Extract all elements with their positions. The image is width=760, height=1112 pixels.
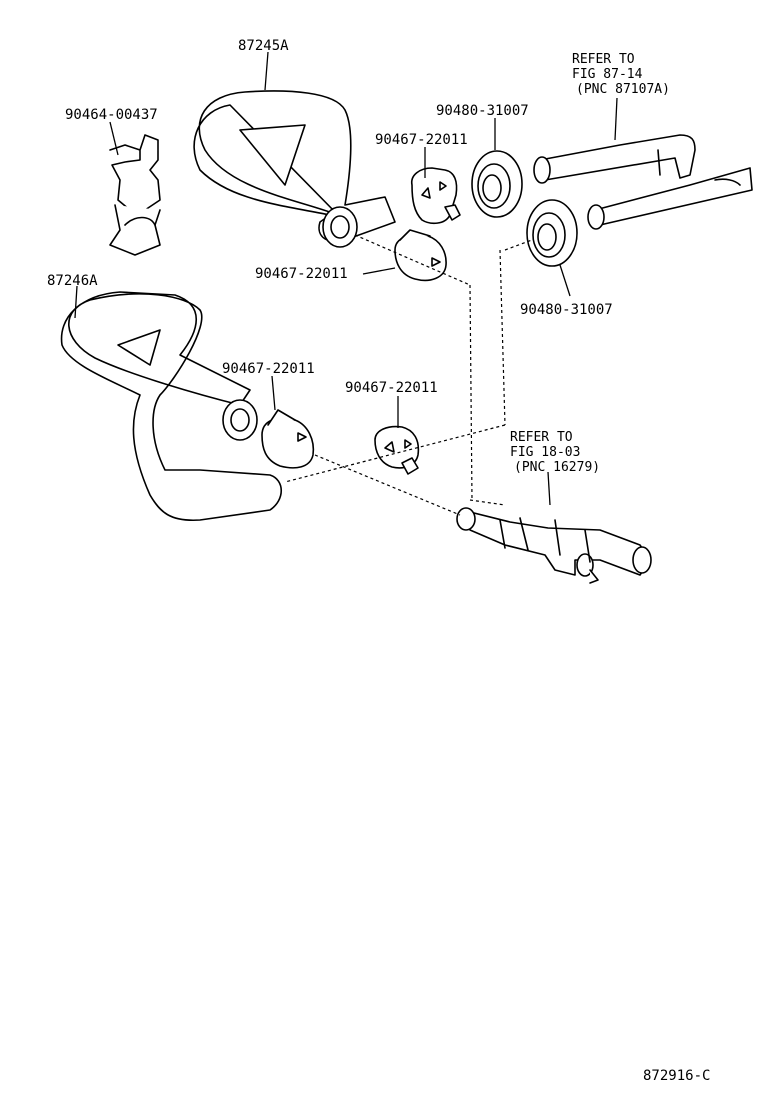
ref-bottom-line-1: REFER TO bbox=[510, 430, 573, 445]
ref-bottom-line-2: FIG 18-03 bbox=[510, 445, 580, 460]
connection-lines bbox=[284, 234, 533, 516]
grommet-lower[interactable] bbox=[526, 199, 578, 267]
label-clamp-d: 90467-22011 bbox=[345, 380, 438, 396]
label-90464-00437: 90464-00437 bbox=[65, 107, 158, 123]
figure-code: 872916-C bbox=[643, 1068, 710, 1084]
label-grommet-lower: 90480-31007 bbox=[520, 302, 613, 318]
clamp-b[interactable] bbox=[394, 229, 447, 282]
label-87245a: 87245A bbox=[238, 38, 289, 54]
clip-90464-00437[interactable] bbox=[109, 134, 161, 256]
hose-87245a[interactable] bbox=[193, 90, 396, 248]
clamp-a[interactable] bbox=[410, 167, 461, 225]
leader-lines bbox=[74, 51, 618, 506]
pipe-upper-right[interactable] bbox=[533, 134, 753, 230]
hose-87246a[interactable] bbox=[60, 291, 283, 521]
ref-bottom-line-3: (PNC 16279) bbox=[514, 460, 600, 475]
label-87246a: 87246A bbox=[47, 273, 98, 289]
clamp-d[interactable] bbox=[374, 425, 420, 475]
label-clamp-b: 90467-22011 bbox=[255, 266, 348, 282]
reference-top: REFER TO FIG 87-14 (PNC 87107A) bbox=[572, 52, 670, 97]
reference-bottom: REFER TO FIG 18-03 (PNC 16279) bbox=[510, 430, 600, 475]
ref-top-line-1: REFER TO bbox=[572, 52, 635, 67]
clamp-c[interactable] bbox=[261, 409, 315, 469]
grommet-upper[interactable] bbox=[471, 150, 523, 218]
label-grommet-upper: 90480-31007 bbox=[436, 103, 529, 119]
ref-top-line-3: (PNC 87107A) bbox=[576, 82, 670, 97]
label-clamp-c: 90467-22011 bbox=[222, 361, 315, 377]
pipe-assembly-lower[interactable] bbox=[456, 507, 652, 584]
label-clamp-a: 90467-22011 bbox=[375, 132, 468, 148]
ref-top-line-2: FIG 87-14 bbox=[572, 67, 643, 82]
